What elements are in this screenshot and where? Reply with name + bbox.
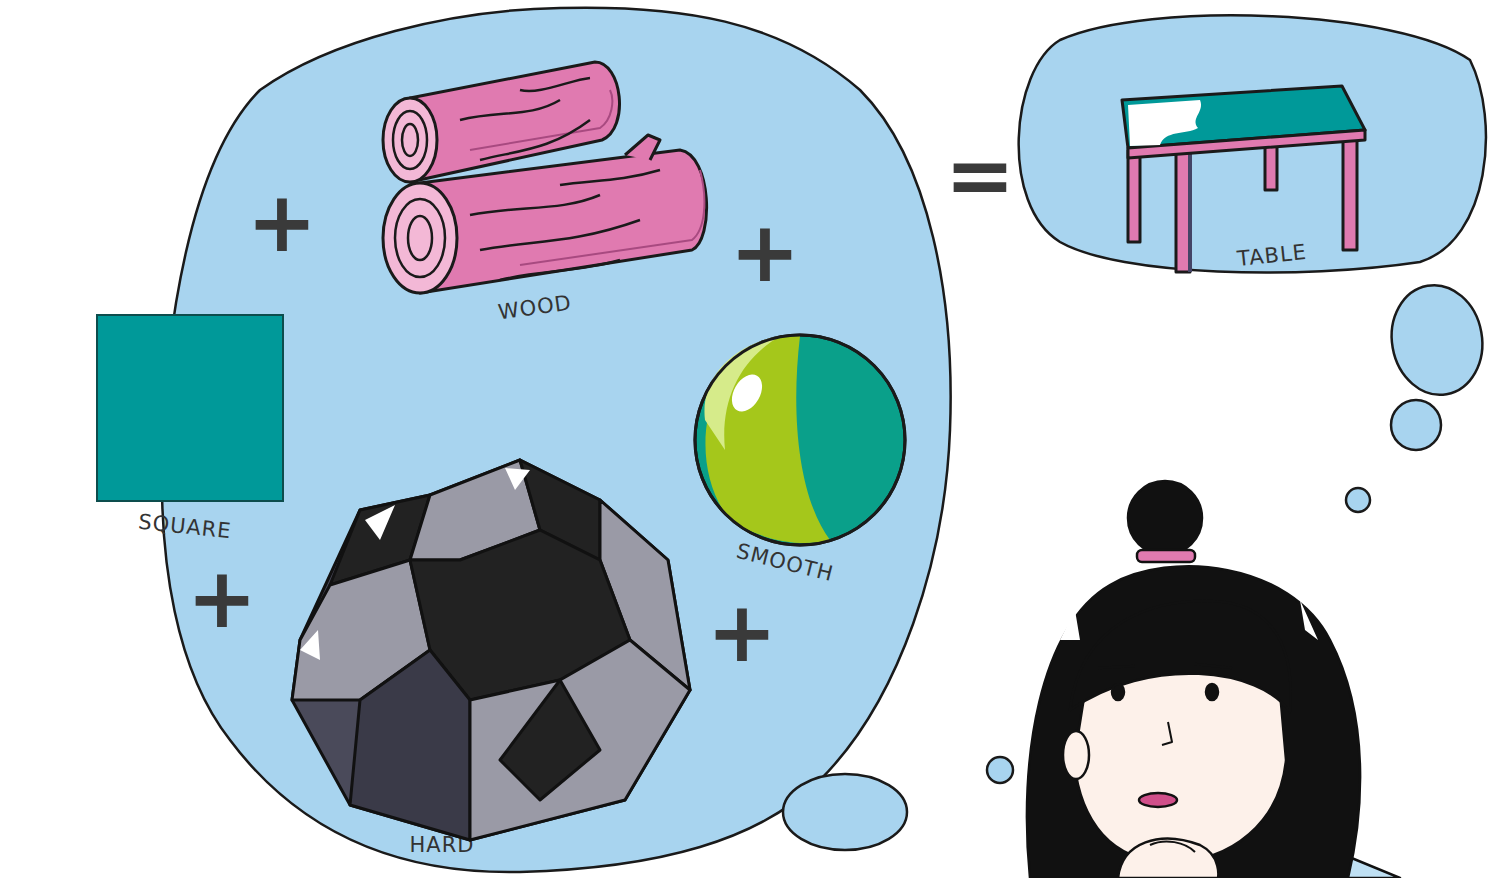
operator-sign: = bbox=[945, 133, 1015, 217]
thought-bubble: WOODSQUARESMOOTHHARD bbox=[155, 0, 960, 878]
result-bubble: TABLE bbox=[1010, 5, 1495, 280]
thinking-girl bbox=[1027, 481, 1400, 878]
operator-sign: + bbox=[707, 590, 777, 674]
table bbox=[1122, 86, 1365, 272]
operator-sign: + bbox=[247, 180, 317, 264]
bubble-outline bbox=[1010, 5, 1495, 280]
bubble-shape bbox=[1019, 15, 1486, 272]
wood-logs bbox=[383, 62, 707, 293]
thought-bubbles bbox=[783, 278, 1491, 850]
bubble-shape bbox=[162, 8, 951, 872]
smooth-ball bbox=[695, 335, 905, 545]
operator-sign: + bbox=[730, 210, 800, 294]
hard-rock bbox=[292, 460, 690, 840]
operator-sign: + bbox=[187, 556, 257, 640]
caption-text: HARD bbox=[410, 835, 475, 856]
bubble-outline bbox=[155, 0, 960, 878]
square-shape bbox=[97, 315, 283, 501]
